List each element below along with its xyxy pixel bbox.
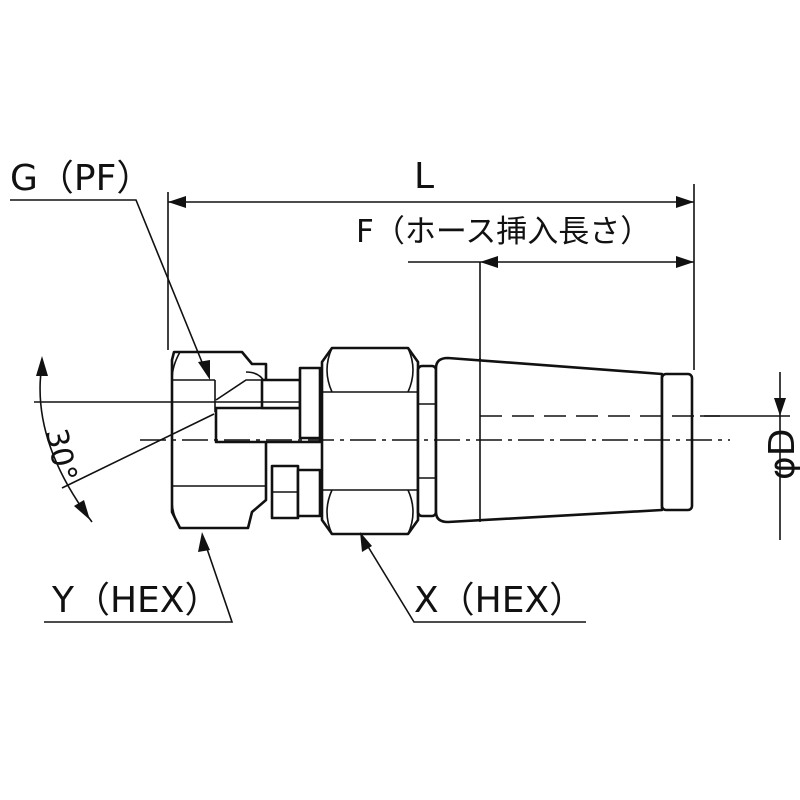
hose-sleeve (434, 356, 694, 524)
dimension-l: L (167, 156, 695, 370)
body-x-hex (320, 346, 420, 536)
thread-leader: G（PF） (10, 158, 210, 380)
thread-label: G（PF） (10, 158, 152, 199)
dimension-f: F（ホース挿入長さ） (356, 214, 694, 360)
hose-fitting-body (170, 346, 694, 536)
diameter-dimension: φD (700, 372, 800, 540)
hex-x-leader: X（HEX） (360, 532, 586, 623)
ring-collars (416, 364, 438, 518)
lock-collars (270, 366, 322, 520)
hex-x-label: X（HEX） (414, 580, 585, 621)
length-label: L (414, 156, 434, 197)
insertion-length-label: F（ホース挿入長さ） (356, 214, 651, 250)
hex-y-label: Y（HEX） (51, 580, 220, 621)
hex-y-leader: Y（HEX） (44, 532, 234, 623)
angle-label: 30° (38, 426, 83, 485)
diameter-label: φD (762, 429, 800, 480)
